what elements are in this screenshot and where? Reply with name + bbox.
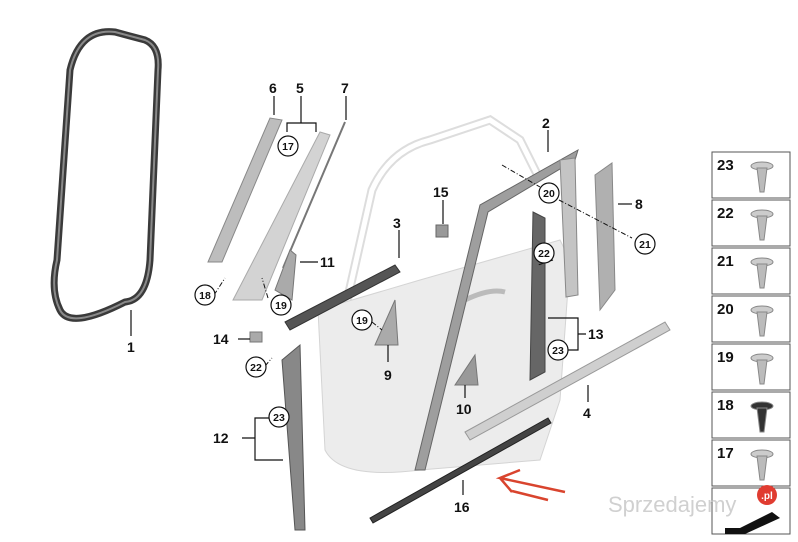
b-pillar-cover-part [594,162,616,312]
ref-21: 21 [639,239,651,251]
b-pillar-seal-part [529,211,546,381]
part-label-5: 5 [296,80,304,96]
legend-item: 21 [711,247,791,295]
watermark-badge [757,485,777,505]
part-label-6: 6 [269,80,277,96]
legend-item: 18 [711,391,791,439]
legend-number: 20 [717,301,734,318]
ref-19-mirror: 19 [356,315,368,327]
part-label-15: 15 [433,184,449,200]
trim-clip-icon [750,161,774,193]
part-label-10: 10 [456,401,472,417]
ref-22-lower: 22 [250,362,262,374]
triangle-cover-part [454,353,479,386]
ref-17: 17 [282,141,294,153]
window-belt-strip-part [284,264,401,331]
red-arrow-icon [495,468,566,502]
a-pillar-strip-part [282,121,346,269]
clip-15-part [435,224,449,238]
legend-item: 20 [711,295,791,343]
part-label-3: 3 [393,215,401,231]
door-bottom-seal-part [369,417,552,524]
a-pillar-cover-part [207,117,283,263]
legend-number: 19 [717,349,734,366]
push-clip-icon [750,449,774,481]
door-seal-part [50,28,162,322]
circled-references [194,135,656,428]
part-label-2: 2 [542,115,550,131]
torx-screw-icon [750,353,774,385]
part-label-8: 8 [635,196,643,212]
part-label-1: 1 [127,339,135,355]
part-label-9: 9 [384,367,392,383]
grommet-nut-icon [750,401,774,433]
door-frame [340,115,545,311]
legend-item: 22 [711,199,791,247]
part-number-labels: 1 2 3 4 5 6 7 8 9 10 11 12 13 14 15 16 [127,80,643,515]
legend-number: 18 [717,397,734,414]
door-handle [463,288,506,303]
b-pillar-seal [559,157,579,298]
clip-14-part [249,331,263,343]
a-pillar-trim-part [232,131,331,301]
legend-number: 23 [717,157,734,174]
part-label-7: 7 [341,80,349,96]
washer-screw-icon [750,257,774,289]
clip-nut-icon [750,305,774,337]
removal-tool-icon [711,487,791,535]
fastener-legend: 23 22 21 20 19 18 17 [711,151,791,535]
legend-item: 23 [711,151,791,199]
legend-number: 17 [717,445,734,462]
part-label-11: 11 [320,254,335,270]
part-label-16: 16 [454,499,470,515]
ref-18: 18 [199,290,211,302]
part-label-4: 4 [583,405,591,421]
legend-item: 17 [711,439,791,487]
legend-item: 19 [711,343,791,391]
ref-22-bpillar: 22 [538,248,550,260]
ref-23-lower: 23 [273,412,285,424]
part-label-14: 14 [213,331,229,347]
ref-20: 20 [543,188,555,200]
pillar-seal-lower-part [281,343,306,531]
expanding-rivet-icon [750,209,774,241]
part-label-12: 12 [213,430,229,446]
part-label-13: 13 [588,326,604,342]
ref-23-bpillar: 23 [552,345,564,357]
watermark-suffix: .pl [761,491,773,502]
legend-number: 21 [717,253,734,270]
mirror-triangle-part [374,299,399,346]
legend-number: 22 [717,205,734,222]
watermark-text: Sprzedajemy [608,492,736,517]
door-sill-strip-part [464,321,671,441]
ref-19-pillar: 19 [275,300,287,312]
